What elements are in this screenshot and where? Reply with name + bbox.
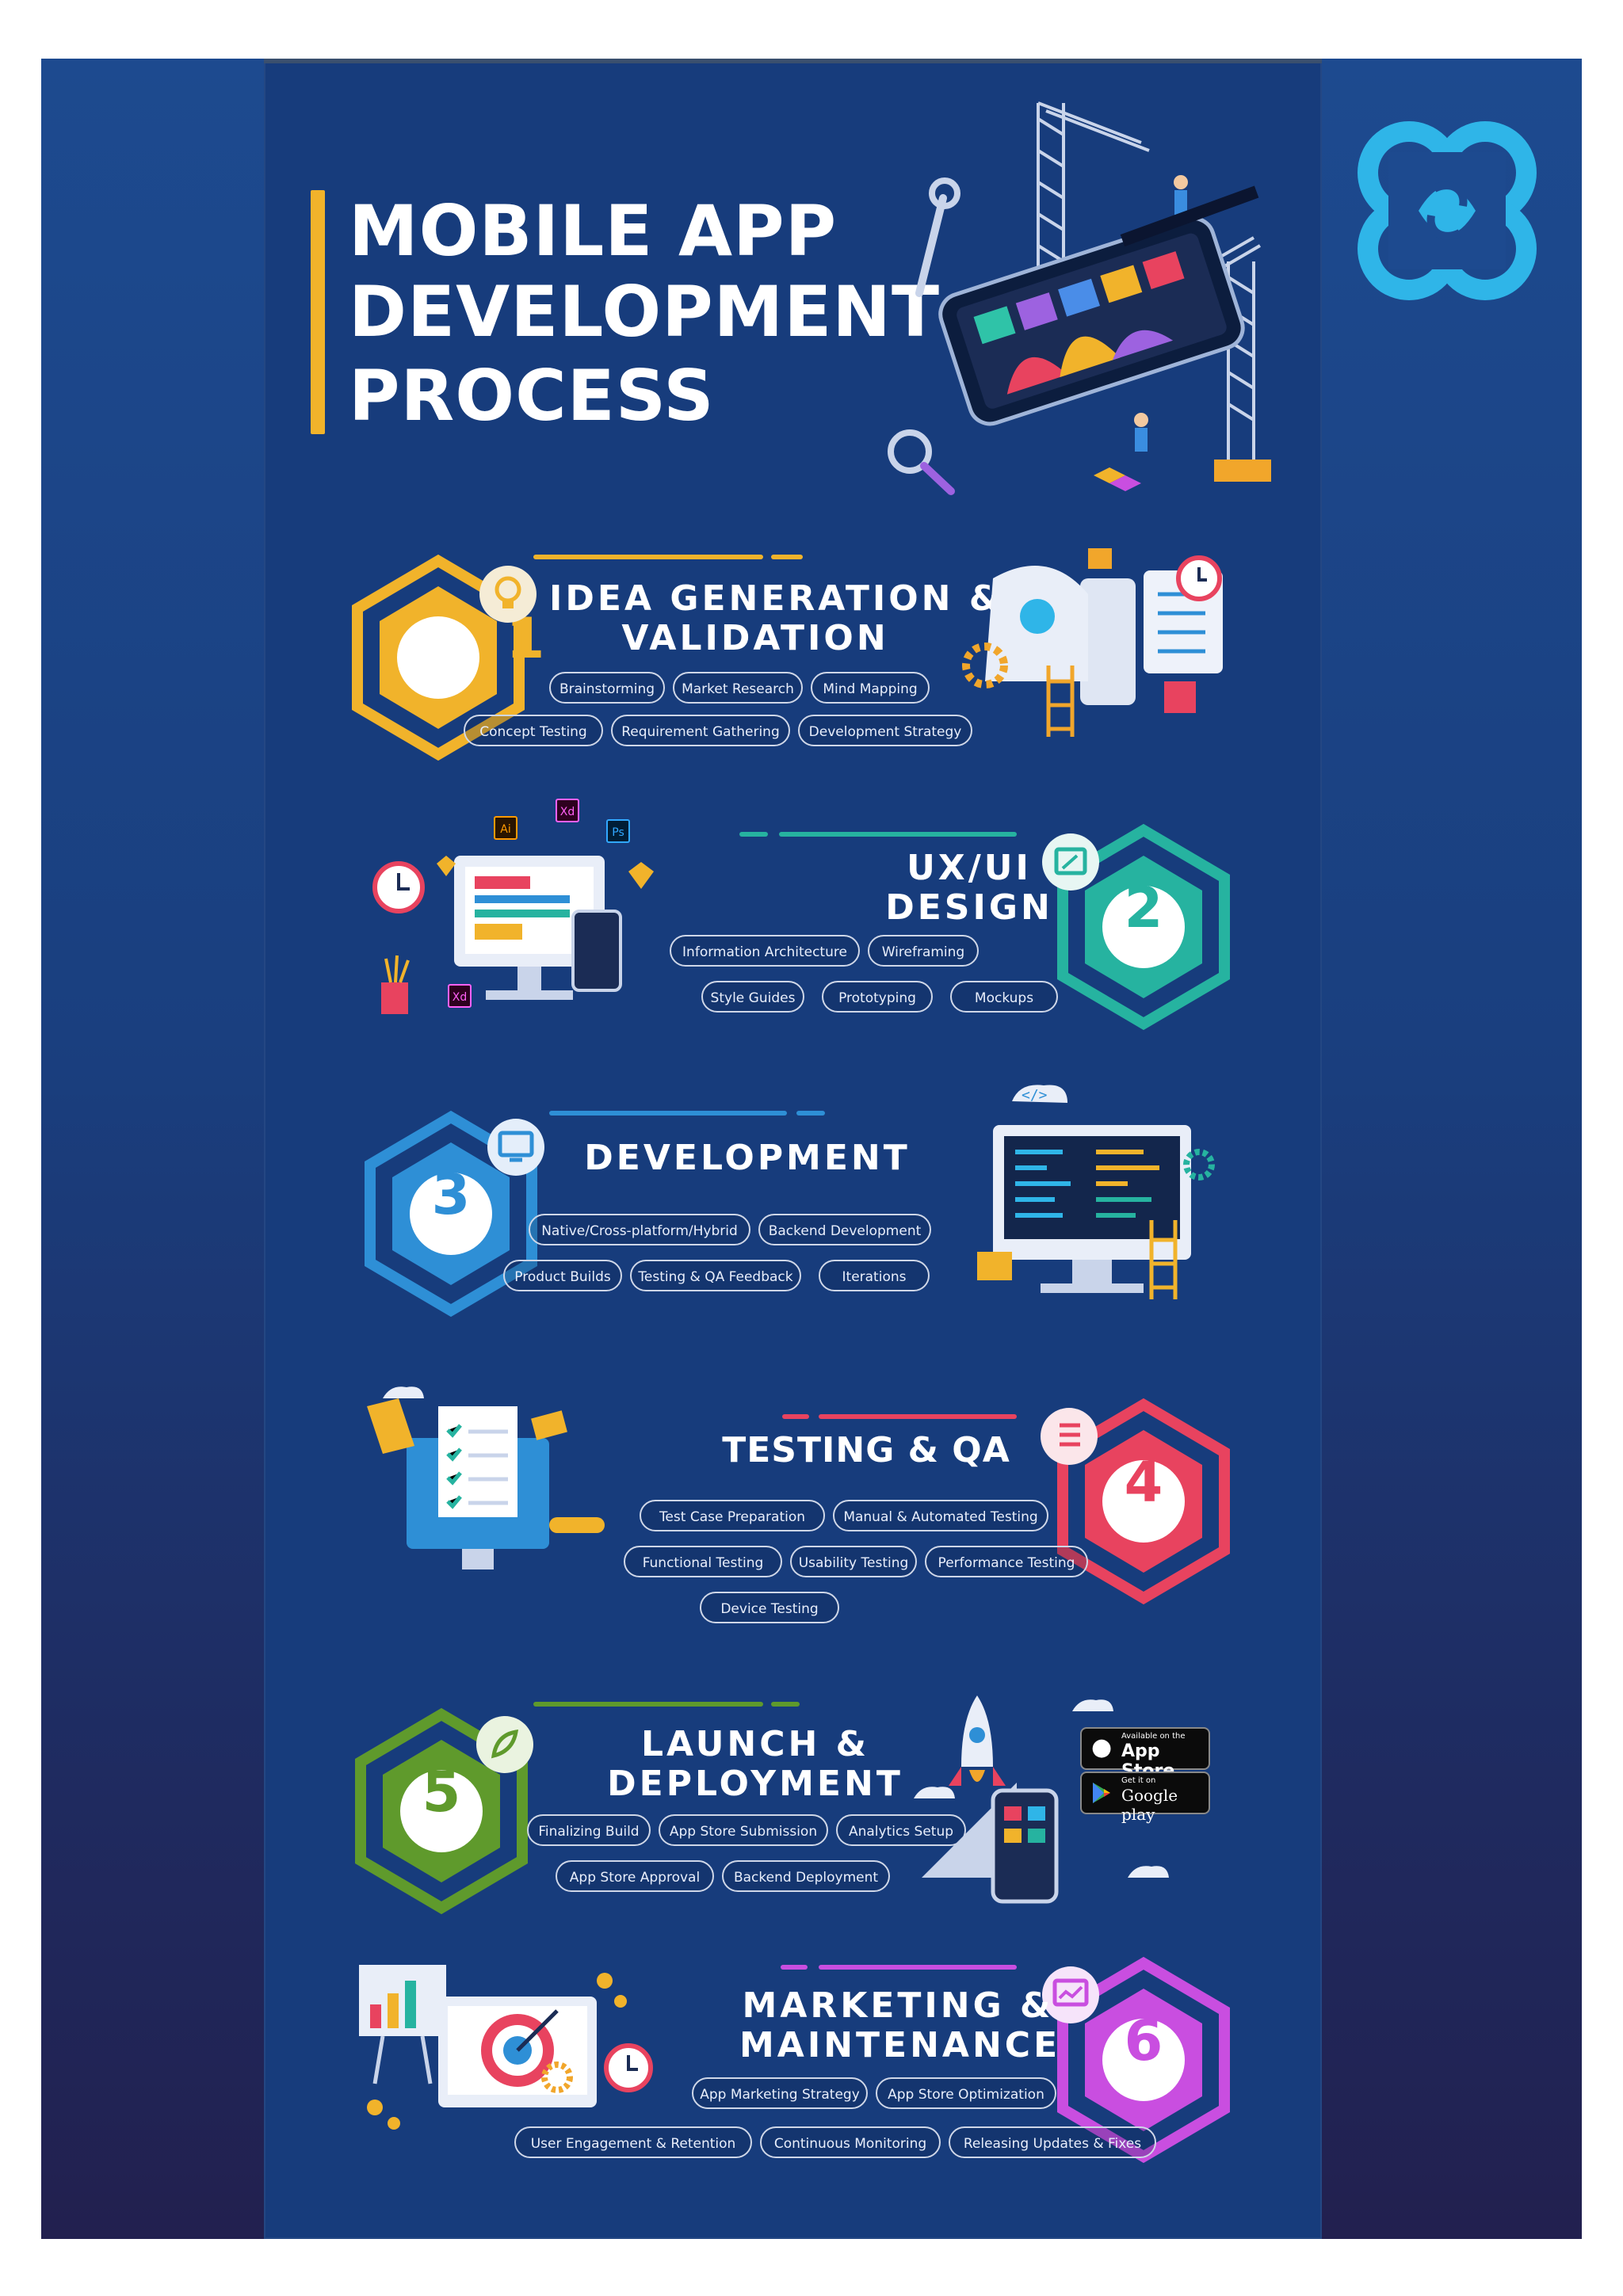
chip-device-testing: Device Testing [700,1592,839,1623]
step-1-connector [533,555,763,559]
google-play-badge-text: Google play [1121,1786,1178,1824]
step-6-connector-dash [781,1965,808,1970]
step-5-title-line-1: LAUNCH & [640,1724,870,1764]
chip-native-cross-platform-hybrid: Native/Cross-platform/Hybrid [529,1214,750,1245]
step-5-hexagon [355,1708,528,1914]
google-play-badge-small-text: Get it on [1121,1776,1156,1785]
step-2-ux-ui-design: 2 UX/UI DESIGN Information Architecture … [264,799,1322,1101]
lightbulb-icon [479,566,537,623]
step-3-development: 3 DEVELOPMENT Native/Cross-platform/Hybr… [264,1085,1322,1379]
step-1-title-line-1: IDEA GENERATION & [549,578,1003,619]
chip-prototyping: Prototyping [822,981,933,1013]
chip-analytics-setup: Analytics Setup [836,1814,966,1846]
step-2-title-line-2: DESIGN [885,887,1053,928]
panel-top-border [264,59,1322,63]
step-1-hexagon [352,555,525,761]
step-2-connector-dash [739,832,768,837]
chip-market-research: Market Research [673,672,803,704]
chip-wireframing: Wireframing [868,935,979,967]
step-3-connector-dash [796,1111,825,1116]
chip-functional-testing: Functional Testing [624,1546,782,1577]
chip-mind-mapping: Mind Mapping [811,672,930,704]
step-5-connector [533,1702,763,1707]
phone-construction-illustration [888,101,1271,495]
photoshop-badge: Ps [606,819,630,843]
step-4-hexagon [1057,1398,1230,1604]
illustrator-badge: Ai [494,816,517,840]
chip-product-builds: Product Builds [503,1260,622,1291]
title-accent-bar [311,190,325,434]
chip-releasing-updates-fixes: Releasing Updates & Fixes [949,2126,1156,2158]
step-4-title-line-1: TESTING & QA [722,1430,1010,1470]
chip-information-architecture: Information Architecture [670,935,860,967]
step-5-connector-dash [771,1702,800,1707]
step-5-launch-deployment: 5 LAUNCH & DEPLOYMENT Finalizing Build A… [264,1680,1322,1965]
chip-usability-testing: Usability Testing [790,1546,917,1577]
launch-illustration [914,1695,1169,1904]
step-4-connector [819,1414,1017,1419]
step-5-title-line-2: DEPLOYMENT [607,1764,903,1804]
page-title-line-2: DEVELOPMENT [349,271,940,353]
step-4-connector-dash [782,1414,809,1419]
step-6-connector [819,1965,1017,1970]
step-1-title-line-2: VALIDATION [621,618,889,658]
chip-test-case-preparation: Test Case Preparation [640,1500,825,1531]
svg-text:</>: </> [1022,1087,1048,1104]
design-tablet-icon [1042,833,1099,891]
xd-badge-2: Xd [448,984,472,1008]
step-6-title-line-2: MAINTENANCE [739,2025,1061,2065]
development-illustration: </> [977,1085,1215,1299]
chip-iterations: Iterations [819,1260,930,1291]
step-5-number: 5 [422,1760,461,1825]
idea-validation-illustration [962,548,1223,737]
rocket-icon [476,1716,533,1773]
brand-logo-icon [1358,121,1537,300]
app-store-badge[interactable]: ● Available on the App Store [1080,1727,1210,1781]
checklist-icon [1041,1408,1098,1465]
chip-app-store-approval: App Store Approval [556,1860,714,1892]
page-title-line-1: MOBILE APP [349,190,838,272]
testing-illustration [367,1386,605,1569]
code-monitor-icon [487,1119,544,1176]
chip-development-strategy: Development Strategy [798,715,972,746]
step-2-connector [779,832,1017,837]
step-3-number: 3 [431,1162,471,1227]
chip-user-engagement-retention: User Engagement & Retention [514,2126,752,2158]
step-4-testing-qa: 4 TESTING & QA Test Case Preparation Man… [264,1383,1322,1668]
step-4-number: 4 [1124,1450,1163,1515]
step-2-number: 2 [1124,875,1163,940]
analytics-chart-icon [1042,1966,1099,2023]
chip-backend-deployment: Backend Deployment [722,1860,890,1892]
step-2-title-line-1: UX/UI [907,848,1032,888]
chip-app-marketing-strategy: App Marketing Strategy [692,2077,868,2109]
chip-performance-testing: Performance Testing [925,1546,1088,1577]
chip-app-store-submission: App Store Submission [659,1814,828,1846]
step-1-connector-dash [771,555,803,559]
step-3-connector [549,1111,787,1116]
step-1-idea-generation: 1 IDEA GENERATION & VALIDATION Brainstor… [264,539,1322,824]
ux-design-illustration [372,856,654,1014]
step-6-marketing-maintenance: 6 MARKETING & MAINTENANCE App Marketing … [264,1949,1322,2234]
marketing-illustration [359,1965,653,2130]
step-6-number: 6 [1124,2008,1163,2073]
chip-concept-testing: Concept Testing [464,715,603,746]
chip-continuous-monitoring: Continuous Monitoring [760,2126,941,2158]
xd-badge: Xd [556,799,579,822]
google-play-badge[interactable]: Get it on Google play [1080,1772,1210,1824]
chip-finalizing-build: Finalizing Build [527,1814,651,1846]
chip-requirement-gathering: Requirement Gathering [611,715,790,746]
apple-icon: ● [1091,1733,1113,1761]
page-title-line-3: PROCESS [349,355,715,437]
chip-style-guides: Style Guides [701,981,804,1013]
chip-manual-automated-testing: Manual & Automated Testing [833,1500,1048,1531]
step-3-title-line-1: DEVELOPMENT [584,1138,911,1178]
chip-brainstorming: Brainstorming [549,672,665,704]
google-play-icon [1093,1783,1110,1803]
chip-backend-development: Backend Development [758,1214,931,1245]
chip-mockups: Mockups [950,981,1058,1013]
chip-app-store-optimization: App Store Optimization [876,2077,1056,2109]
app-store-badge-small-text: Available on the [1121,1732,1186,1741]
chip-testing-qa-feedback: Testing & QA Feedback [630,1260,801,1291]
step-6-title-line-1: MARKETING & [742,1985,1054,2026]
